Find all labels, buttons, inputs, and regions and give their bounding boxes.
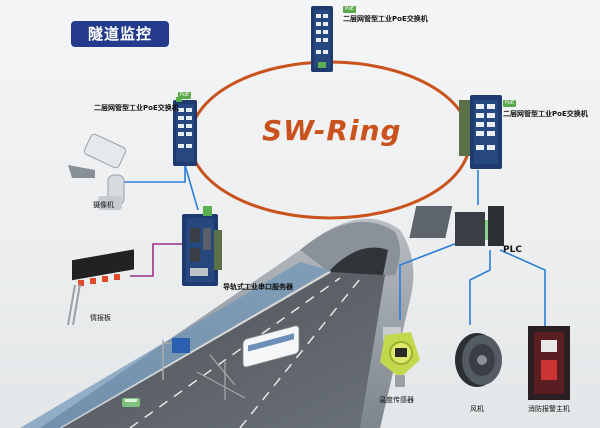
- fan-label: 风机: [470, 405, 484, 413]
- switch-top: [311, 6, 333, 72]
- network-links: [117, 164, 546, 330]
- switch-label-right: 二层网管型工业PoE交换机: [503, 110, 588, 118]
- info-board: [67, 249, 134, 326]
- car: [122, 398, 140, 407]
- alarm-label: 消防报警主机: [528, 405, 570, 413]
- plc-label: PLC: [503, 245, 522, 255]
- poe-badge: PoE: [343, 6, 357, 13]
- fire-alarm-host: [528, 326, 570, 400]
- serial-server: [182, 206, 222, 286]
- switch-right: [459, 95, 502, 169]
- ring-label: SW-Ring: [262, 114, 402, 147]
- plc: [409, 206, 504, 246]
- switch-label-top: 二层网管型工业PoE交换机: [343, 15, 428, 23]
- switch-label-left: 二层网管型工业PoE交换机: [94, 104, 179, 112]
- gantry-sign: [162, 338, 246, 400]
- serial-link: [130, 243, 182, 277]
- camera: [68, 133, 127, 210]
- switch-left: [173, 97, 197, 166]
- camera-label: 摄像机: [93, 201, 114, 209]
- temperature-sensor: [380, 327, 420, 387]
- bus: [242, 325, 300, 368]
- sensor-label: 温度传感器: [379, 396, 414, 404]
- server-label: 导轨式工业串口服务器: [223, 283, 293, 291]
- fan: [455, 333, 502, 387]
- page-title: 隧道监控: [71, 21, 169, 47]
- poe-badge: PoE: [178, 92, 192, 99]
- poe-badge: PoE: [503, 100, 517, 107]
- board-label: 情报板: [90, 314, 111, 322]
- road: [59, 271, 385, 428]
